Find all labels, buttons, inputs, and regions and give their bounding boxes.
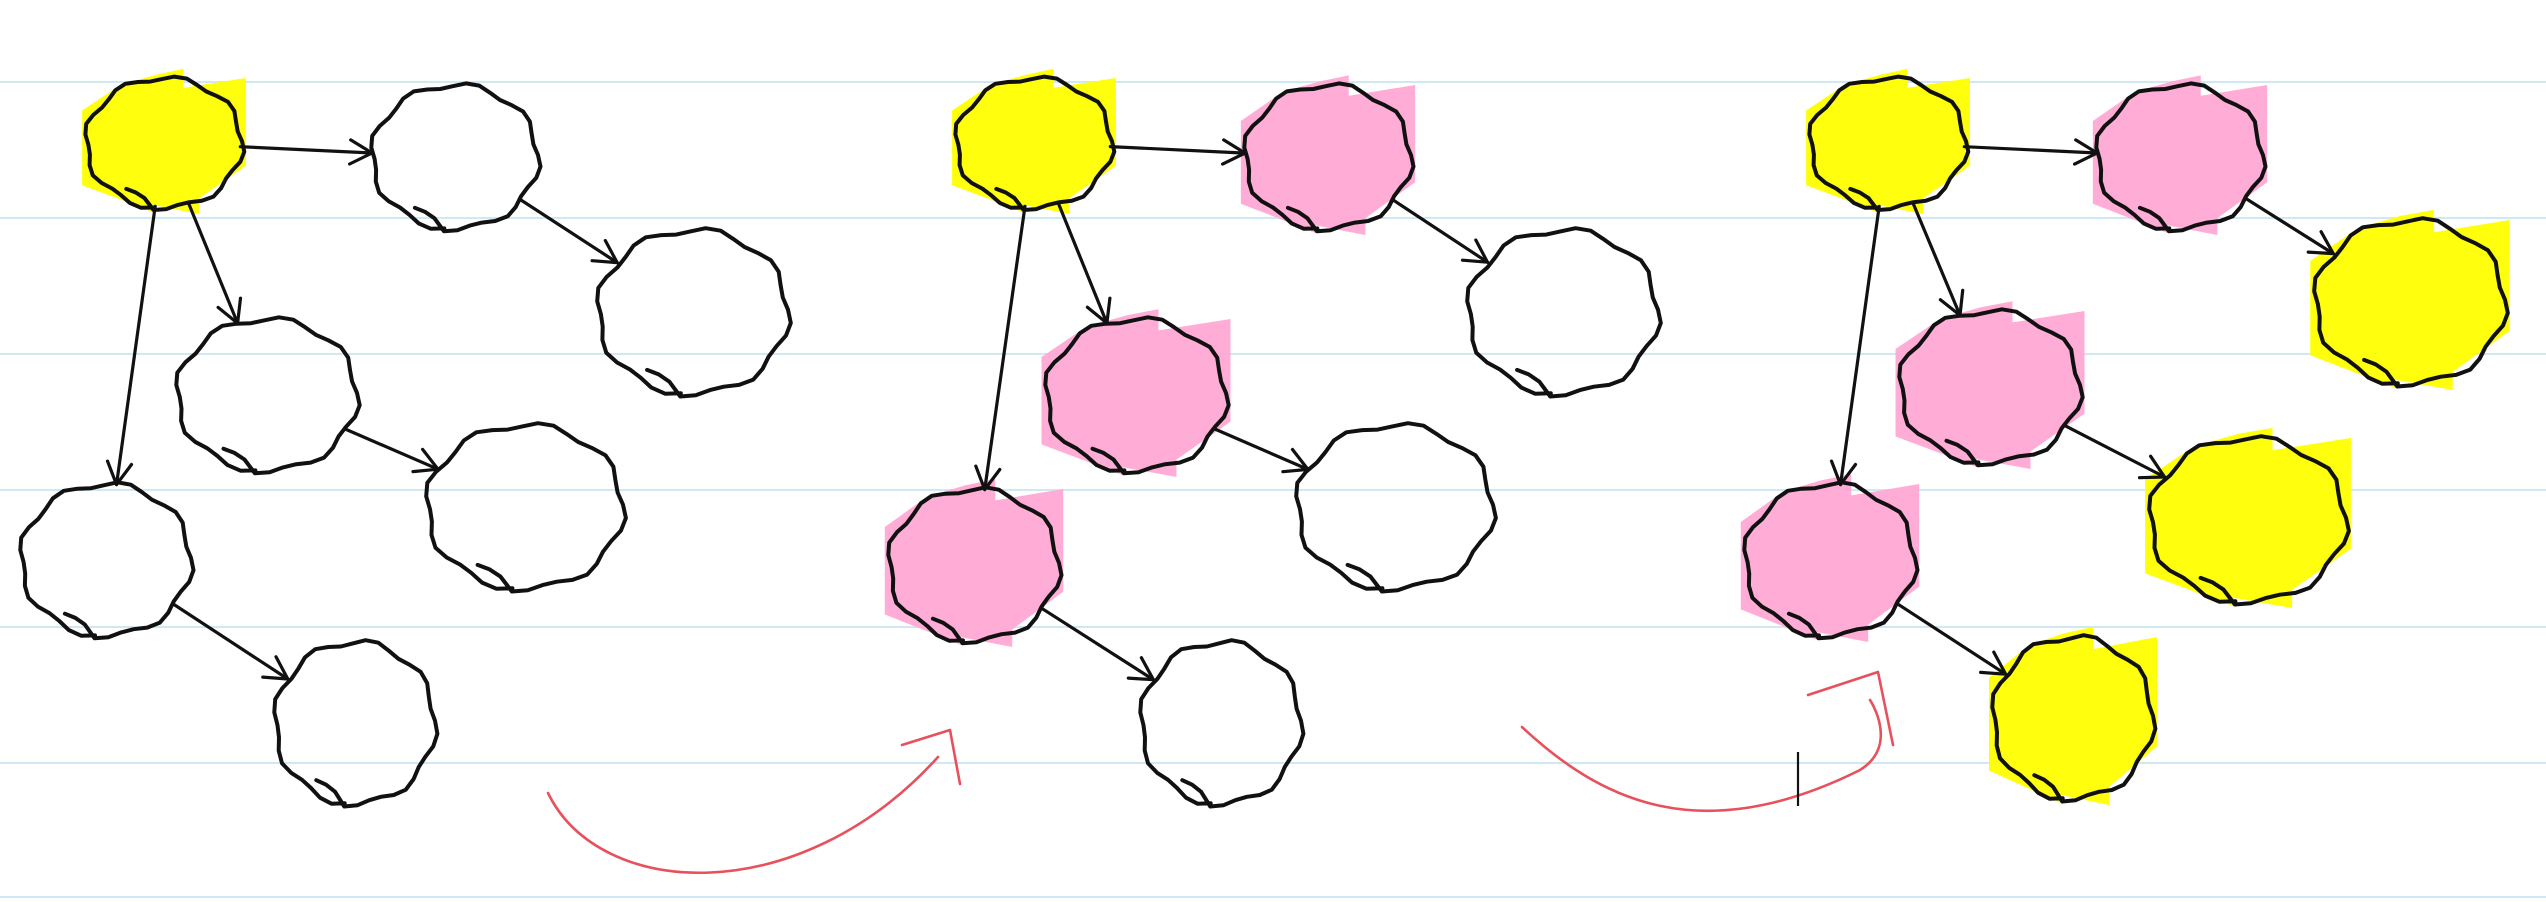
transition-arrows <box>546 670 1895 875</box>
arrowhead-icon <box>1126 656 1155 682</box>
arrowhead-icon <box>1829 459 1858 487</box>
edge-A-D <box>187 201 240 325</box>
edge-B-C <box>2244 196 2335 256</box>
graph-node-A <box>953 74 1117 212</box>
graph-node-A <box>83 74 247 212</box>
edge-D-E <box>343 427 440 471</box>
node-highlight-frontier <box>2145 427 2351 608</box>
graph-node-F <box>18 480 196 641</box>
node-highlight-visited <box>884 479 1064 647</box>
transition-arrow-panel-2-to-panel-3 <box>1520 698 1882 813</box>
edge-A-B <box>1962 145 2099 155</box>
graph-node-C <box>1465 226 1663 399</box>
arrowhead-icon <box>261 655 290 681</box>
transition-arrowhead-icon <box>900 728 962 786</box>
node-highlight-frontier <box>2310 209 2510 390</box>
graph-node-D <box>174 315 362 476</box>
graph-node-B <box>369 81 543 234</box>
node-highlight-visited <box>1240 75 1416 236</box>
graph-panels <box>18 68 2510 809</box>
edge-A-B <box>238 145 374 155</box>
node-highlight-visited <box>1041 309 1231 477</box>
edge-A-F <box>1838 204 1881 487</box>
graph-node-B <box>1242 81 1416 234</box>
graph-node-E <box>424 421 628 594</box>
ruled-paper-lines <box>0 81 2546 898</box>
transition-arrowhead-icon <box>1806 670 1895 747</box>
edge-D-E <box>1212 427 1310 471</box>
node-highlight-visited <box>1895 301 2085 469</box>
panel-1 <box>18 68 793 809</box>
graph-node-C <box>2312 216 2510 389</box>
graph-node-G <box>272 638 440 809</box>
edge-B-C <box>518 197 619 265</box>
transition-arrow-panel-1-to-panel-2 <box>546 755 940 875</box>
arrowhead-icon <box>2306 230 2335 256</box>
graph-node-D <box>1043 315 1231 476</box>
graph-node-B <box>2094 81 2268 234</box>
arrowhead-icon <box>2137 454 2167 480</box>
graph-node-C <box>595 226 793 399</box>
node-highlight-start <box>952 68 1116 214</box>
edge-F-G <box>1895 602 2008 676</box>
node-highlight-frontier <box>1989 626 2157 805</box>
edge-F-G <box>1040 606 1155 682</box>
graph-node-E <box>1294 421 1498 594</box>
edge-F-G <box>171 602 290 681</box>
edge-A-B <box>1108 145 1247 155</box>
edge-A-F <box>983 204 1027 492</box>
graph-node-F <box>1742 480 1920 641</box>
node-highlight-visited <box>1740 474 1920 642</box>
graph-node-D <box>1897 307 2085 468</box>
panel-3 <box>1740 68 2510 805</box>
graph-node-F <box>886 485 1064 646</box>
panel-2 <box>884 68 1663 809</box>
edge-A-D <box>1911 201 1962 317</box>
graph-node-A <box>1807 74 1971 212</box>
node-highlight-visited <box>2092 75 2268 236</box>
edge-A-F <box>114 204 157 487</box>
edge-D-E <box>2063 424 2167 479</box>
graph-node-G <box>1138 638 1306 809</box>
arrowhead-icon <box>1460 238 1490 264</box>
arrowhead-icon <box>1979 650 2008 676</box>
graph-node-E <box>2147 434 2351 607</box>
node-highlight-start <box>1806 68 1970 214</box>
edge-A-D <box>1056 201 1109 325</box>
arrowhead-icon <box>105 459 134 487</box>
arrowhead-icon <box>974 464 1002 492</box>
node-highlight-start <box>82 68 246 214</box>
graph-node-G <box>1990 633 2158 804</box>
arrowhead-icon <box>590 238 619 265</box>
edge-B-C <box>1391 198 1490 264</box>
